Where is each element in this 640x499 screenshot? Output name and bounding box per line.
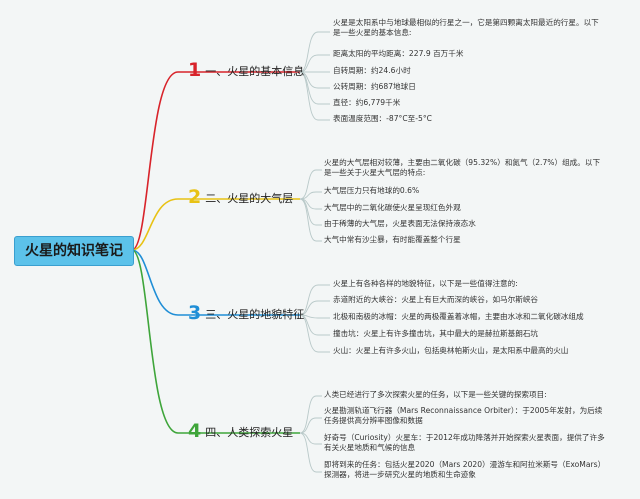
leaf-connectors-2	[299, 169, 322, 242]
leaf-connectors-3	[299, 284, 330, 353]
leaf-item: 北极和南极的冰帽：火星的两极覆盖着冰帽，主要由水冰和二氧化碳冰组成	[333, 312, 584, 321]
leaf-item: 自转周期：约24.6小时	[333, 66, 411, 75]
leaf-item: 火星是太阳系中与地球最相似的行星之一，它是第四颗离太阳最近的行星。以下是一些火星…	[333, 18, 599, 37]
branch-number: 3	[188, 302, 202, 324]
leaf-item: 好奇号（Curiosity）火星车：于2012年成功降落并开始探索火星表面，提供…	[324, 433, 605, 452]
leaf-item: 公转周期：约687地球日	[333, 82, 416, 91]
branch-exploration[interactable]: 4 四、人类探索火星	[188, 419, 293, 441]
leaf-item: 赤道附近的大峡谷：火星上有巨大而深的峡谷，如马尔斯峡谷	[333, 295, 539, 304]
branch-atmosphere[interactable]: 2 二、火星的大气层	[188, 185, 293, 207]
branch-number: 2	[188, 186, 202, 208]
leaf-item: 距离太阳的平均距离：227.9 百万千米	[333, 49, 464, 58]
branch-number: 4	[188, 420, 202, 442]
root-title: 火星的知识笔记	[25, 243, 123, 259]
root-node[interactable]: 火星的知识笔记	[14, 236, 134, 266]
leaf-item: 由于稀薄的大气层，火星表面无法保持液态水	[324, 219, 476, 228]
leaf-item: 火山：火星上有许多火山，包括奥林帕斯火山，是太阳系中最高的火山	[333, 346, 569, 355]
connector-branch-2	[131, 198, 300, 251]
leaf-connectors-4	[299, 395, 322, 473]
leaf-item: 撞击坑：火星上有许多撞击坑，其中最大的是赫拉斯基朗石坑	[333, 329, 539, 338]
leaf-item: 火星勘测轨道飞行器（Mars Reconnaissance Orbiter）：于…	[324, 406, 603, 425]
leaf-item: 表面温度范围：-87°C至-5°C	[333, 114, 432, 123]
leaf-item: 大气中常有沙尘暴，有时能覆盖整个行星	[324, 235, 461, 244]
branch-label: 四、人类探索火星	[205, 426, 294, 439]
leaf-connectors-1	[299, 31, 330, 121]
leaf-item: 火星上有各种各样的地貌特征，以下是一些值得注意的:	[333, 279, 518, 288]
branch-label: 二、火星的大气层	[205, 192, 294, 205]
leaf-item: 大气层中的二氧化碳使火星呈现红色外观	[324, 203, 461, 212]
leaf-item: 大气层压力只有地球的0.6%	[324, 186, 420, 195]
branch-label: 一、火星的基本信息	[205, 65, 305, 78]
connector-branch-1	[131, 71, 300, 251]
branch-number: 1	[188, 59, 202, 81]
leaf-item: 人类已经进行了多次探索火星的任务，以下是一些关键的探索项目:	[324, 390, 547, 399]
connector-branch-4	[131, 249, 300, 434]
leaf-item: 火星的大气层相对较薄，主要由二氧化碳（95.32%）和氮气（2.7%）组成。以下…	[324, 158, 601, 177]
branch-label: 三、火星的地貌特征	[205, 308, 305, 321]
leaf-item: 即将到来的任务：包括火星2020（Mars 2020）漫游车和阿拉米斯号（Exo…	[324, 460, 606, 479]
branch-landforms[interactable]: 3 三、火星的地貌特征	[188, 301, 304, 323]
branch-basic-info[interactable]: 1 一、火星的基本信息	[188, 58, 304, 80]
connector-branch-3	[131, 249, 300, 316]
leaf-item: 直径：约6,779千米	[333, 98, 401, 107]
